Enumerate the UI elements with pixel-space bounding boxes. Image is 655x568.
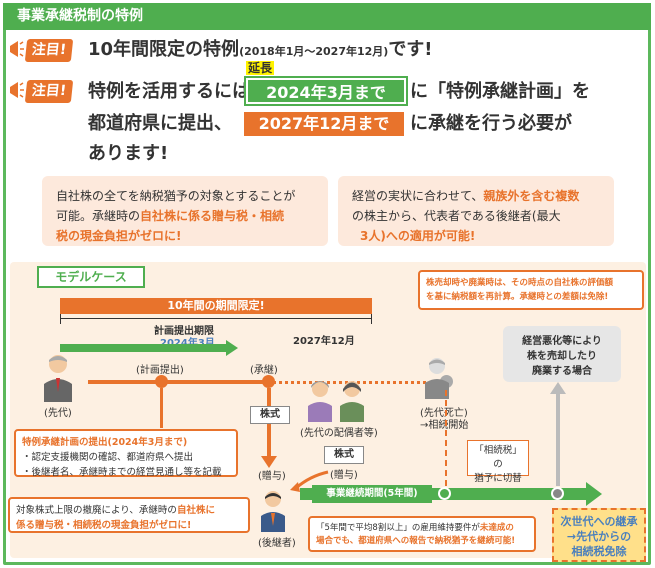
succeed-dot bbox=[262, 375, 275, 388]
step-succeed-label: (承継) bbox=[250, 365, 278, 376]
successor-label: (後継者) bbox=[258, 538, 296, 549]
attention-badge: 注目! bbox=[24, 39, 74, 62]
spouse-person-icon bbox=[340, 381, 364, 422]
deadline-label: 計画提出期限 bbox=[154, 326, 214, 337]
inherit-tax-box: 「相続税」の 猶予に切替 bbox=[467, 440, 529, 484]
next-gen-line3: 相続税免除 bbox=[571, 545, 627, 558]
bracket-line bbox=[60, 318, 372, 319]
step-plan-label: (計画提出) bbox=[136, 365, 184, 376]
plan-connector bbox=[160, 388, 163, 428]
stock-box: 株式 bbox=[250, 406, 290, 424]
deadline-2024-box: 2024年3月まで bbox=[244, 76, 408, 106]
gift-label-2: (贈与) bbox=[330, 470, 358, 481]
stock-cap-note-line2: 係る贈与税・相続税の現金負担がゼロに! bbox=[16, 520, 192, 531]
benefit-left-line3: 税の現金負担がゼロに! bbox=[56, 229, 182, 243]
spouse-label: (先代の配偶者等) bbox=[300, 428, 378, 439]
employment-note-line2: 場合でも、都道府県への報告で納税猶予を継続可能! bbox=[316, 536, 516, 546]
death-connector bbox=[445, 390, 447, 486]
plan-period-bar bbox=[60, 344, 228, 352]
period-label: 事業継続期間(5年間) bbox=[312, 485, 432, 503]
arrow-up-icon bbox=[550, 382, 566, 394]
headline-1: 10年間限定の特例(2018年1月〜2027年12月)です! bbox=[88, 38, 433, 64]
employment-note-line1b: 未達成の bbox=[479, 523, 514, 533]
benefit-box-right: 経営の実状に合わせて、親族外を含む複数 の株主から、代表者である後継者(最大 3… bbox=[338, 176, 614, 246]
benefit-left-line1: 自社株の全てを納税猶予の対象とすることが bbox=[56, 189, 296, 203]
benefit-box-left: 自社株の全てを納税猶予の対象とすることが 可能。承継時の自社株に係る贈与税・相続… bbox=[42, 176, 328, 246]
employment-note: 「5年間で平均8割以上」の雇用維持要件が未達成の 場合でも、都道府県への報告で納… bbox=[308, 516, 536, 552]
inherit-start-label: →相続開始 bbox=[420, 420, 469, 431]
deadline-2027-box: 2027年12月まで bbox=[244, 112, 404, 136]
plan-note-bullet2: ・後継者名、承継時までの経営見通し等を記載 bbox=[22, 467, 222, 478]
spouse-person-icon bbox=[308, 381, 332, 422]
sale-closure-line3: 廃業する場合 bbox=[532, 366, 592, 377]
page-title: 事業承継税制の特例 bbox=[3, 3, 651, 30]
gray-dot bbox=[551, 487, 564, 500]
headline-4: あります! bbox=[88, 143, 169, 164]
sale-closure-line1: 経営悪化等により bbox=[522, 336, 602, 347]
sale-closure-line2: 株を売却したり bbox=[527, 351, 597, 362]
inherit-tax-line1: 「相続税」の bbox=[474, 445, 522, 470]
plan-note: 特例承継計画の提出(2024年3月まで) ・認定支援機関の確認、都道府県へ提出 … bbox=[14, 429, 238, 478]
arrow-down-icon bbox=[261, 456, 277, 468]
successor-person-icon bbox=[261, 491, 285, 532]
stock-cap-note-line1b: 自社株に bbox=[176, 505, 215, 516]
arrow-curve-icon bbox=[290, 470, 329, 492]
recalc-note-line2: を基に納税額を再計算。承継時との差額は免除! bbox=[426, 292, 609, 302]
headline-3-pre: 都道府県に提出、 bbox=[88, 113, 232, 134]
deadline-date: 2024年3月 bbox=[160, 334, 215, 349]
senior-death-person-icon bbox=[425, 358, 449, 399]
model-case-tag: モデルケース bbox=[37, 266, 145, 288]
headline-1-tail: です! bbox=[388, 39, 433, 60]
next-generation-box: 次世代への継承 →先代からの 相続税免除 bbox=[552, 508, 646, 562]
benefit-right-line3: 3人)への適用が可能! bbox=[360, 229, 476, 243]
recalc-note-line1: 株売却時や廃業時は、その時点の自社株の評価額 bbox=[426, 278, 614, 288]
plan-note-title: 特例承継計画の提出(2024年3月まで) bbox=[22, 437, 188, 448]
stock-box-2: 株式 bbox=[324, 446, 364, 464]
megaphone-icon bbox=[10, 41, 24, 57]
megaphone-icon bbox=[10, 82, 24, 98]
benefit-left-line2: 可能。承継時の自社株に係る贈与税・相続 bbox=[56, 206, 314, 226]
inherit-tax-line2: 猶予に切替 bbox=[474, 473, 522, 484]
senior-person-icon bbox=[44, 355, 72, 402]
stock-cap-note-line1a: 対象株式上限の撤廃により、承継時の bbox=[16, 505, 177, 516]
period-dot bbox=[438, 487, 451, 500]
arrow-right-icon bbox=[586, 482, 602, 506]
stock-cap-note-line1: 対象株式上限の撤廃により、承継時の自社株に bbox=[16, 503, 242, 518]
headline-2-post: に「特例承継計画」を bbox=[410, 81, 590, 102]
plan-dot bbox=[155, 375, 168, 388]
end-date: 2027年12月 bbox=[293, 336, 355, 347]
succeed-connector bbox=[267, 388, 271, 460]
arrow-right-icon bbox=[226, 340, 238, 356]
ten-year-bar: 10年間の期間限定! bbox=[60, 298, 372, 314]
benefit-left-line2b: 自社株に係る贈与税・相続 bbox=[140, 209, 285, 223]
benefit-right-line1a: 経営の実状に合わせて、 bbox=[352, 189, 484, 203]
headline-1-range: (2018年1月〜2027年12月) bbox=[239, 45, 389, 58]
gift-label: (贈与) bbox=[258, 471, 286, 482]
gray-connector bbox=[556, 392, 560, 486]
senior-label: (先代) bbox=[44, 408, 72, 419]
stock-cap-note: 対象株式上限の撤廃により、承継時の自社株に 係る贈与税・相続税の現金負担がゼロに… bbox=[8, 497, 250, 533]
senior-death-label: (先代死亡) bbox=[420, 408, 468, 419]
bracket-right bbox=[371, 314, 372, 324]
bracket-left bbox=[60, 314, 61, 324]
headline-1-main: 10年間限定の特例 bbox=[88, 39, 240, 60]
plan-note-bullet1: ・認定支援機関の確認、都道府県へ提出 bbox=[22, 452, 194, 463]
benefit-left-line2a: 可能。承継時の bbox=[56, 209, 141, 223]
attention-badge: 注目! bbox=[24, 80, 74, 103]
recalc-note: 株売却時や廃業時は、その時点の自社株の評価額 を基に納税額を再計算。承継時との差… bbox=[418, 270, 644, 310]
benefit-right-line2: の株主から、代表者である後継者(最大 bbox=[352, 209, 561, 223]
headline-3-post: に承継を行う必要が bbox=[410, 113, 572, 134]
timeline-main bbox=[88, 380, 268, 384]
headline-2-pre: 特例を活用するには、 bbox=[88, 81, 268, 102]
benefit-right-line1: 経営の実状に合わせて、親族外を含む複数 bbox=[352, 186, 600, 206]
sale-closure-box: 経営悪化等により 株を売却したり 廃業する場合 bbox=[503, 326, 621, 382]
employment-note-line1a: 「5年間で平均8割以上」の雇用維持要件が bbox=[316, 523, 480, 533]
benefit-right-line1b: 親族外を含む複数 bbox=[483, 189, 580, 203]
employment-note-line1: 「5年間で平均8割以上」の雇用維持要件が未達成の bbox=[316, 522, 528, 535]
next-gen-line1: 次世代への継承 bbox=[560, 515, 638, 528]
extension-tag: 延長 bbox=[246, 61, 275, 75]
next-gen-line2: →先代からの bbox=[566, 530, 632, 543]
